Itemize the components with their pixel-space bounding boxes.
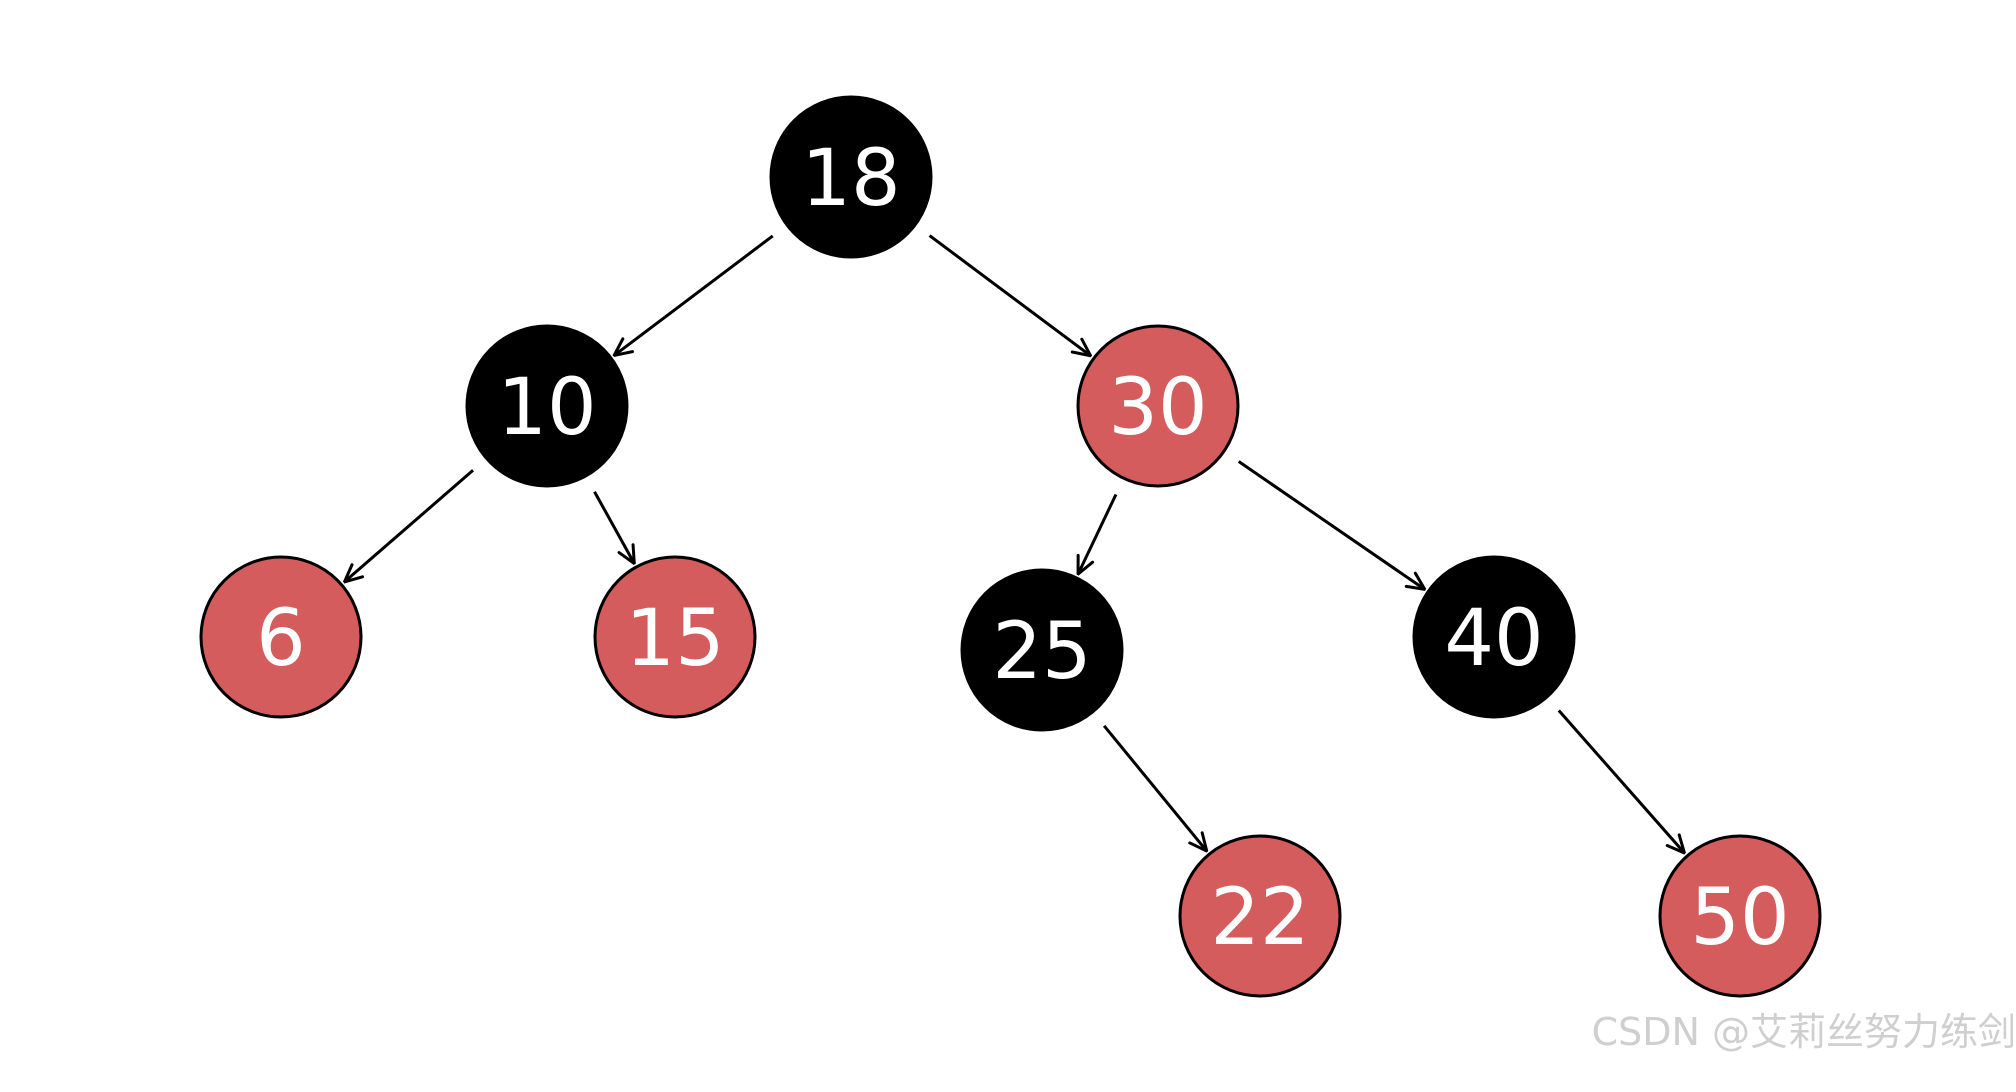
node-label-30: 30 <box>1108 363 1207 453</box>
edge-25-to-22 <box>1102 724 1207 851</box>
node-circle-22 <box>1178 834 1342 998</box>
tree-node-50: 50 <box>1658 834 1822 998</box>
edge-10-to-6 <box>344 469 474 582</box>
node-circle-18 <box>769 95 933 259</box>
tree-node-25: 25 <box>960 568 1124 732</box>
edge-18-to-30 <box>928 234 1091 356</box>
edge-30-to-40 <box>1237 460 1425 590</box>
node-label-25: 25 <box>992 607 1091 697</box>
tree-node-30: 30 <box>1076 324 1240 488</box>
node-label-50: 50 <box>1690 873 1789 963</box>
node-label-6: 6 <box>256 594 306 684</box>
edge-40-to-50 <box>1557 709 1685 853</box>
watermark: CSDN @艾莉丝努力练剑 <box>1591 1010 2016 1054</box>
node-circle-15 <box>593 555 757 719</box>
node-label-18: 18 <box>801 134 900 224</box>
edge-18-to-10 <box>614 234 774 355</box>
tree-node-22: 22 <box>1178 834 1342 998</box>
nodes-layer: 18 10 30 6 15 25 40 22 50 <box>199 95 1822 998</box>
edge-10-to-15 <box>593 490 634 564</box>
edge-30-to-25 <box>1078 493 1118 575</box>
tree-node-40: 40 <box>1412 555 1576 719</box>
tree-node-10: 10 <box>465 324 629 488</box>
tree-node-15: 15 <box>593 555 757 719</box>
edges-layer <box>344 234 1685 853</box>
tree-node-6: 6 <box>199 555 363 719</box>
node-circle-6 <box>199 555 363 719</box>
node-label-40: 40 <box>1444 594 1543 684</box>
tree-node-18: 18 <box>769 95 933 259</box>
node-circle-25 <box>960 568 1124 732</box>
node-label-22: 22 <box>1210 873 1309 963</box>
node-label-10: 10 <box>497 363 596 453</box>
node-circle-10 <box>465 324 629 488</box>
node-circle-30 <box>1076 324 1240 488</box>
node-circle-40 <box>1412 555 1576 719</box>
node-label-15: 15 <box>625 594 724 684</box>
node-circle-50 <box>1658 834 1822 998</box>
